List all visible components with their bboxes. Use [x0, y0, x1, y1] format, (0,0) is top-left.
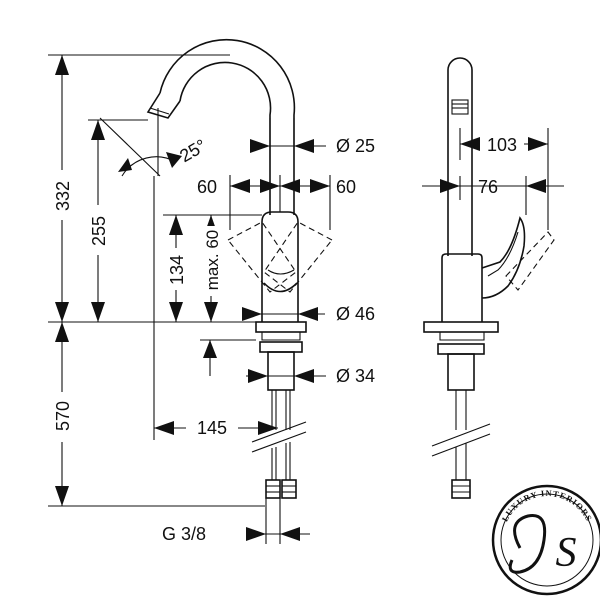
side-lever-inner: [487, 231, 519, 277]
logo-inner-ring: [500, 493, 594, 587]
logo-outer-ring: [491, 484, 600, 596]
front-dimensions: 332 570 255 25° 134 max. 60: [48, 54, 375, 544]
side-base-plate: [423, 321, 499, 333]
dim-label-lever-right: 60: [336, 177, 356, 197]
dim-label-spout-diameter: Ø 25: [336, 136, 375, 156]
dim-label-spout-angle: 25°: [176, 135, 210, 166]
arrow-shank-diam-left: [248, 369, 268, 383]
hose-fitting-left: [265, 479, 281, 499]
lever-handle: [263, 282, 298, 293]
base-plate: [255, 321, 307, 333]
hose-fitting-right: [281, 479, 297, 499]
arrow-255-bottom: [91, 302, 105, 322]
side-shank: [447, 353, 475, 391]
arrow-lever-right-start: [310, 179, 330, 193]
spout-inner-edge: [179, 61, 272, 215]
dim-label-body-height: 134: [167, 255, 187, 285]
arrow-76-left: [440, 179, 460, 193]
dim-label-projection: 103: [487, 135, 517, 155]
dim-label-lever-height: max. 60: [203, 230, 222, 290]
arrow-angle-left: [118, 158, 132, 172]
side-body: [441, 253, 483, 322]
arrow-reach-right: [258, 421, 278, 435]
lever-swing-right: [263, 221, 333, 293]
arrow-134-top: [169, 215, 183, 235]
label-bg-332: [52, 170, 74, 220]
arrow-thread-left: [246, 527, 266, 541]
logo-swirl: [508, 514, 547, 574]
label-bg-max60: [200, 226, 222, 296]
arrow-spout-diam-right: [294, 139, 314, 153]
angle-ref-line: [99, 117, 161, 177]
arrow-lever-right-end: [280, 179, 300, 193]
side-hose-fitting: [451, 479, 471, 499]
lever-handle-inner: [267, 269, 295, 275]
arrow-angle-right: [166, 152, 182, 168]
side-lever: [481, 216, 526, 299]
side-aerator: [451, 99, 469, 115]
arrow-570-top: [55, 322, 69, 342]
base-collar: [261, 332, 301, 341]
arrow-570-bottom: [55, 486, 69, 506]
spout-outer-edge: [159, 38, 296, 215]
arrow-134-bottom: [169, 302, 183, 322]
shank: [267, 351, 295, 391]
dim-label-reach: 145: [197, 418, 227, 438]
arrow-lever-left-end: [260, 179, 280, 193]
arrow-counter-thickness: [203, 340, 217, 358]
dim-label-spout-height: 255: [89, 216, 109, 246]
side-dimensions: 103 76: [422, 128, 564, 230]
arrow-76-right: [526, 179, 546, 193]
label-bg-570: [52, 392, 74, 442]
arrow-332-bottom: [55, 302, 69, 322]
arrow-332-top: [55, 55, 69, 75]
label-bg-134: [166, 248, 188, 290]
arrow-255-top: [91, 120, 105, 140]
arrow-shank-diam-right: [294, 369, 314, 383]
break-line-bottom: [251, 431, 307, 453]
side-view: [423, 57, 555, 499]
side-spout-tube: [447, 57, 473, 256]
logo-monogram: S: [556, 530, 577, 576]
dim-label-shank-diameter: Ø 34: [336, 366, 375, 386]
lever-swing-left: [227, 221, 297, 293]
side-break-line-bottom: [431, 433, 491, 457]
mounting-nut: [259, 341, 303, 353]
arrow-thread-right: [280, 527, 300, 541]
dim-label-below-counter: 570: [53, 401, 73, 431]
arrow-103-right: [528, 137, 548, 151]
break-line-top: [251, 421, 307, 443]
side-break-line-top: [431, 423, 491, 447]
arrow-base-diam-right: [298, 307, 318, 321]
side-base-collar: [439, 332, 485, 341]
label-bg-103: [480, 132, 524, 156]
spout-outlet: [146, 92, 181, 119]
aerator-line: [149, 107, 170, 115]
label-bg-145: [186, 414, 238, 438]
arrow-spout-diam-left: [250, 139, 270, 153]
dim-label-base-diameter: Ø 46: [336, 304, 375, 324]
dim-label-overall-height: 332: [53, 181, 73, 211]
dim-label-lever-left: 60: [197, 177, 217, 197]
dim-label-thread: G 3/8: [162, 524, 206, 544]
arrow-lever-left-start: [230, 179, 250, 193]
dim-label-lever-offset: 76: [478, 177, 498, 197]
side-mounting-nut: [437, 343, 485, 355]
side-lever-swing: [505, 231, 555, 291]
arrow-base-diam-left: [242, 307, 262, 321]
luxury-interiors-logo: LUXURY INTERIORS S: [491, 484, 600, 596]
arrow-103-left: [460, 137, 480, 151]
label-bg-255: [88, 205, 110, 255]
arrow-reach-left: [154, 421, 174, 435]
arrow-max60-bottom: [204, 302, 218, 322]
